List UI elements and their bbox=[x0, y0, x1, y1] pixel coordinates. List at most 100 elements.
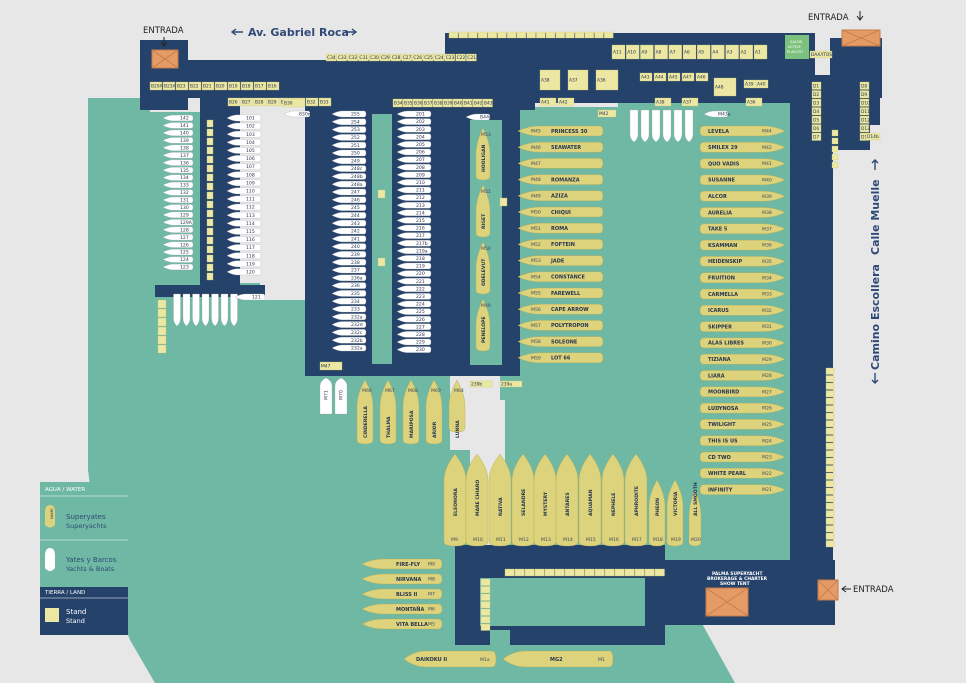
yacht-berth[interactable]: 236 bbox=[331, 282, 367, 290]
stand[interactable] bbox=[825, 540, 835, 548]
yacht-berth[interactable]: 119 bbox=[226, 260, 262, 268]
stand[interactable] bbox=[206, 209, 214, 218]
superyacht-hull[interactable] bbox=[517, 255, 604, 266]
stand-box[interactable] bbox=[539, 69, 561, 91]
stand[interactable]: A3 bbox=[725, 44, 739, 60]
stand-box[interactable] bbox=[402, 98, 413, 108]
stand-box[interactable] bbox=[157, 326, 167, 336]
stand-box[interactable] bbox=[682, 44, 697, 60]
superyacht-hull[interactable] bbox=[517, 336, 604, 347]
stand-box[interactable] bbox=[401, 53, 412, 62]
yacht-hull[interactable] bbox=[162, 196, 194, 203]
yacht-berth[interactable]: 107 bbox=[226, 163, 262, 171]
superyacht-berth[interactable] bbox=[517, 336, 604, 347]
stand-box[interactable] bbox=[825, 480, 835, 488]
stand-box[interactable] bbox=[480, 578, 491, 586]
yacht-hull[interactable] bbox=[162, 211, 194, 218]
stand-box[interactable] bbox=[157, 344, 167, 354]
superyacht-berth[interactable] bbox=[517, 287, 604, 299]
stand-box[interactable] bbox=[825, 382, 835, 390]
yacht-berth[interactable]: 109 bbox=[226, 179, 262, 187]
stand[interactable] bbox=[825, 510, 835, 518]
stand[interactable]: D14b bbox=[865, 132, 881, 141]
stand[interactable] bbox=[554, 568, 565, 577]
stand[interactable]: A38 bbox=[539, 69, 561, 91]
yacht-berth[interactable] bbox=[629, 109, 639, 143]
yacht-berth[interactable]: 129 bbox=[162, 211, 194, 219]
stand-box[interactable] bbox=[859, 115, 870, 124]
stand-box[interactable] bbox=[614, 568, 625, 577]
stand[interactable] bbox=[514, 568, 525, 577]
stand-box[interactable] bbox=[809, 50, 833, 59]
yacht-hull[interactable] bbox=[396, 110, 432, 118]
stand[interactable] bbox=[825, 420, 835, 428]
stand[interactable]: A11 bbox=[611, 44, 626, 60]
stand-box[interactable] bbox=[227, 81, 241, 91]
stand-box[interactable] bbox=[859, 124, 870, 133]
stand-box[interactable] bbox=[574, 568, 585, 577]
stand[interactable] bbox=[206, 146, 214, 155]
yacht-hull[interactable] bbox=[331, 321, 367, 328]
stand[interactable] bbox=[206, 254, 214, 263]
yacht-hull[interactable] bbox=[226, 268, 262, 276]
stand-box[interactable] bbox=[681, 72, 695, 82]
stand[interactable] bbox=[831, 153, 839, 161]
stand-box[interactable] bbox=[811, 132, 822, 141]
stand-box[interactable] bbox=[377, 189, 386, 199]
stand-box[interactable] bbox=[412, 53, 423, 62]
stand[interactable] bbox=[825, 427, 835, 435]
stand-box[interactable] bbox=[624, 568, 635, 577]
yacht-berth[interactable]: 103 bbox=[226, 130, 262, 138]
yacht-berth[interactable]: 212 bbox=[396, 194, 432, 202]
stand-box[interactable] bbox=[157, 317, 167, 327]
stand[interactable]: A1 bbox=[753, 44, 768, 60]
stand-box[interactable] bbox=[149, 81, 163, 91]
stand[interactable] bbox=[614, 568, 625, 577]
yacht-berth[interactable]: 203 bbox=[396, 126, 432, 133]
stand[interactable]: D4 bbox=[811, 107, 822, 116]
yacht-berth[interactable]: 235 bbox=[331, 290, 367, 297]
yacht-berth[interactable]: 830m bbox=[283, 110, 313, 118]
yacht-hull[interactable] bbox=[230, 293, 238, 327]
yacht-hull[interactable] bbox=[331, 181, 367, 188]
stand-box[interactable] bbox=[811, 115, 822, 124]
yacht-berth[interactable]: M71 bbox=[319, 377, 333, 415]
superyacht-hull[interactable] bbox=[699, 435, 786, 446]
stand-box[interactable] bbox=[825, 465, 835, 473]
yacht-berth[interactable]: M43e bbox=[703, 110, 731, 118]
stand-box[interactable] bbox=[831, 153, 839, 161]
superyacht-berth[interactable] bbox=[517, 271, 604, 282]
stand-box[interactable] bbox=[584, 31, 594, 39]
superyacht-hull[interactable] bbox=[517, 223, 604, 234]
superyacht-hull[interactable] bbox=[488, 453, 512, 547]
stand-box[interactable] bbox=[369, 53, 380, 62]
stand-box[interactable] bbox=[444, 53, 455, 62]
yacht-berth[interactable]: 234 bbox=[331, 298, 367, 305]
superyacht-hull[interactable] bbox=[699, 484, 786, 495]
stand-box[interactable] bbox=[604, 568, 615, 577]
stand[interactable] bbox=[831, 129, 839, 137]
yacht-berth[interactable] bbox=[673, 109, 683, 143]
yacht-berth[interactable]: M70 bbox=[334, 377, 348, 415]
stand[interactable]: 239b bbox=[469, 380, 493, 388]
superyacht-berth[interactable] bbox=[699, 239, 786, 251]
stand[interactable]: A37 bbox=[567, 69, 589, 91]
superyacht-hull[interactable] bbox=[699, 305, 786, 316]
yacht-berth[interactable]: 216 bbox=[396, 224, 432, 232]
superyacht-hull[interactable] bbox=[699, 125, 786, 137]
yacht-berth[interactable]: 117 bbox=[226, 244, 262, 252]
yacht-hull[interactable] bbox=[226, 114, 262, 122]
stand-box[interactable] bbox=[206, 209, 214, 218]
yacht-berth[interactable] bbox=[220, 293, 229, 327]
yacht-berth[interactable]: 124 bbox=[162, 256, 194, 264]
yacht-berth[interactable]: 135 bbox=[162, 167, 194, 174]
stand-box[interactable] bbox=[392, 98, 403, 108]
stand[interactable]: A47 bbox=[681, 72, 695, 82]
yacht-hull[interactable] bbox=[226, 211, 262, 219]
stand[interactable]: D13 bbox=[859, 124, 870, 133]
yacht-hull[interactable] bbox=[162, 137, 194, 144]
superyacht-hull[interactable] bbox=[448, 379, 466, 433]
yacht-hull[interactable] bbox=[226, 155, 262, 162]
superyacht-hull[interactable] bbox=[517, 190, 604, 201]
stand[interactable] bbox=[825, 442, 835, 450]
